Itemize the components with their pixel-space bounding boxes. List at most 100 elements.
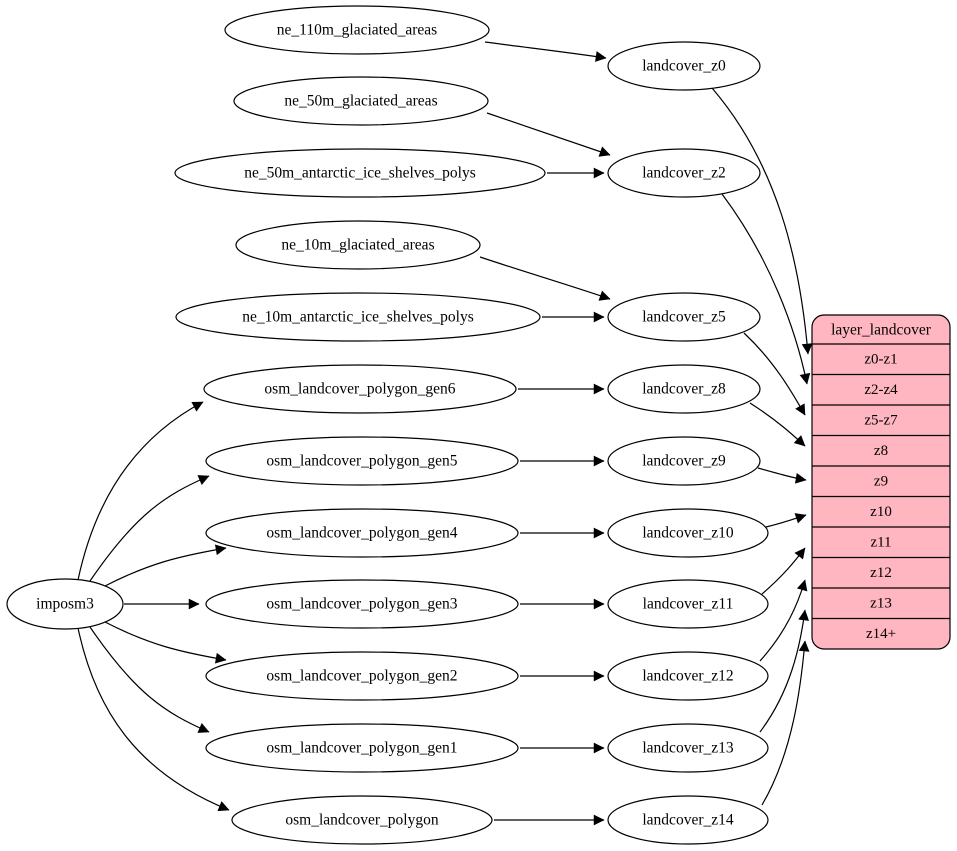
node-osm-landcover-polygon: osm_landcover_polygon — [231, 795, 493, 845]
source-label: osm_landcover_polygon_gen3 — [266, 596, 457, 613]
generalized-ellipse — [607, 795, 769, 845]
node-osm-landcover-polygon-gen5: osm_landcover_polygon_gen5 — [205, 436, 519, 486]
edge-imposm3-gen5 — [89, 475, 210, 582]
imposm3-ellipse — [6, 578, 124, 630]
edge-imposm3-polygon — [77, 627, 230, 812]
source-label: osm_landcover_polygon_gen4 — [266, 525, 457, 542]
generalized-label: landcover_z5 — [642, 309, 726, 326]
edge-z8-row — [749, 402, 806, 447]
node-ne-50m-antarctic-ice-shelves-polys: ne_50m_antarctic_ice_shelves_polys — [174, 148, 546, 198]
edge-ne110m-z0 — [484, 41, 607, 62]
source-ellipse — [174, 148, 546, 198]
edge-z14-row — [761, 640, 810, 806]
edge-layer — [77, 41, 813, 826]
source-label: osm_landcover_polygon — [285, 812, 439, 829]
source-label: ne_50m_antarctic_ice_shelves_polys — [244, 165, 476, 182]
edge-z12-row — [759, 579, 808, 662]
source-ellipse — [224, 5, 490, 55]
node-imposm3: imposm3 — [6, 578, 124, 630]
generalized-ellipse — [607, 364, 761, 414]
source-label: osm_landcover_polygon_gen6 — [264, 381, 455, 398]
layer-row-z14plus: z14+ — [866, 626, 896, 642]
generalized-label: landcover_z14 — [642, 812, 733, 829]
edge-z13-row — [759, 609, 810, 733]
node-ne-110m-glaciated-areas: ne_110m_glaciated_areas — [224, 5, 490, 55]
edge-z10-row — [765, 513, 807, 528]
source-ellipse — [235, 220, 481, 270]
generalized-label: landcover_z8 — [642, 381, 726, 398]
node-landcover-z2: landcover_z2 — [607, 148, 761, 198]
node-ne-10m-antarctic-ice-shelves-polys: ne_10m_antarctic_ice_shelves_polys — [175, 292, 541, 342]
layer-row-z5-z7: z5-z7 — [864, 413, 898, 429]
node-osm-landcover-polygon-gen2: osm_landcover_polygon_gen2 — [205, 651, 519, 701]
generalized-ellipse — [607, 148, 761, 198]
generalized-label: landcover_z0 — [642, 58, 726, 75]
generalized-label: landcover_z10 — [642, 525, 733, 542]
generalized-label: landcover_z12 — [642, 668, 733, 685]
source-ellipse — [205, 723, 519, 773]
layer-row-z2-z4: z2-z4 — [864, 382, 898, 398]
source-ellipse — [175, 292, 541, 342]
node-landcover-z0: landcover_z0 — [607, 41, 761, 91]
node-landcover-z11: landcover_z11 — [607, 579, 769, 629]
layer-row-z12: z12 — [870, 565, 892, 581]
node-landcover-z10: landcover_z10 — [607, 508, 769, 558]
generalized-label: landcover_z13 — [642, 740, 733, 757]
edge-imposm3-gen1 — [89, 626, 210, 733]
generalized-ellipse — [607, 579, 769, 629]
layer-landcover-title: layer_landcover — [831, 322, 932, 339]
layer-row-z8: z8 — [874, 443, 888, 459]
source-label: ne_50m_glaciated_areas — [284, 93, 437, 110]
edge-ne50m-glac-z2 — [486, 112, 611, 157]
layer-row-z11: z11 — [870, 535, 891, 551]
node-ne-10m-glaciated-areas: ne_10m_glaciated_areas — [235, 220, 481, 270]
edge-z5-row — [743, 332, 806, 416]
source-ellipse — [233, 76, 489, 126]
node-osm-landcover-polygon-gen4: osm_landcover_polygon_gen4 — [205, 508, 519, 558]
node-ne-50m-glaciated-areas: ne_50m_glaciated_areas — [233, 76, 489, 126]
layer-row-z9: z9 — [874, 474, 888, 490]
node-osm-landcover-polygon-gen3: osm_landcover_polygon_gen3 — [205, 579, 519, 629]
edge-imposm3-gen4 — [104, 544, 227, 587]
source-ellipse — [205, 436, 519, 486]
imposm3-label: imposm3 — [36, 596, 94, 613]
layer-row-z10: z10 — [870, 504, 892, 520]
generalized-ellipse — [607, 436, 761, 486]
source-ellipse — [205, 651, 519, 701]
generalized-label: landcover_z9 — [642, 453, 726, 470]
node-osm-landcover-polygon-gen6: osm_landcover_polygon_gen6 — [203, 364, 517, 414]
node-landcover-z9: landcover_z9 — [607, 436, 761, 486]
source-label: ne_110m_glaciated_areas — [277, 22, 437, 39]
source-label: ne_10m_glaciated_areas — [281, 237, 434, 254]
node-osm-landcover-polygon-gen1: osm_landcover_polygon_gen1 — [205, 723, 519, 773]
generalized-label: landcover_z11 — [643, 596, 734, 613]
node-layer-landcover: layer_landcover z0-z1 z2-z4 z5-z7 z8 z9 … — [811, 314, 951, 650]
source-label: osm_landcover_polygon_gen5 — [266, 453, 457, 470]
edge-z0-row — [711, 87, 813, 355]
node-landcover-z5: landcover_z5 — [607, 292, 761, 342]
node-landcover-z12: landcover_z12 — [607, 651, 769, 701]
generalized-ellipse — [607, 292, 761, 342]
generalized-ellipse — [607, 723, 769, 773]
source-ellipse — [205, 508, 519, 558]
source-ellipse — [231, 795, 493, 845]
generalized-label: landcover_z2 — [642, 165, 726, 182]
source-label: osm_landcover_polygon_gen2 — [266, 668, 457, 685]
node-landcover-z14: landcover_z14 — [607, 795, 769, 845]
edge-ne10m-glac-z5 — [479, 256, 611, 301]
generalized-ellipse — [607, 41, 761, 91]
generalized-ellipse — [607, 651, 769, 701]
layer-landcover-box — [811, 314, 951, 650]
source-label: ne_10m_antarctic_ice_shelves_polys — [242, 309, 474, 326]
node-landcover-z8: landcover_z8 — [607, 364, 761, 414]
source-label: osm_landcover_polygon_gen1 — [266, 740, 457, 757]
generalized-ellipse — [607, 508, 769, 558]
source-ellipse — [203, 364, 517, 414]
node-landcover-z13: landcover_z13 — [607, 723, 769, 773]
edge-imposm3-gen6 — [77, 401, 204, 581]
layer-row-z13: z13 — [870, 596, 892, 612]
edge-z2-row — [721, 193, 811, 385]
edge-z9-row — [757, 467, 807, 484]
source-ellipse — [205, 579, 519, 629]
